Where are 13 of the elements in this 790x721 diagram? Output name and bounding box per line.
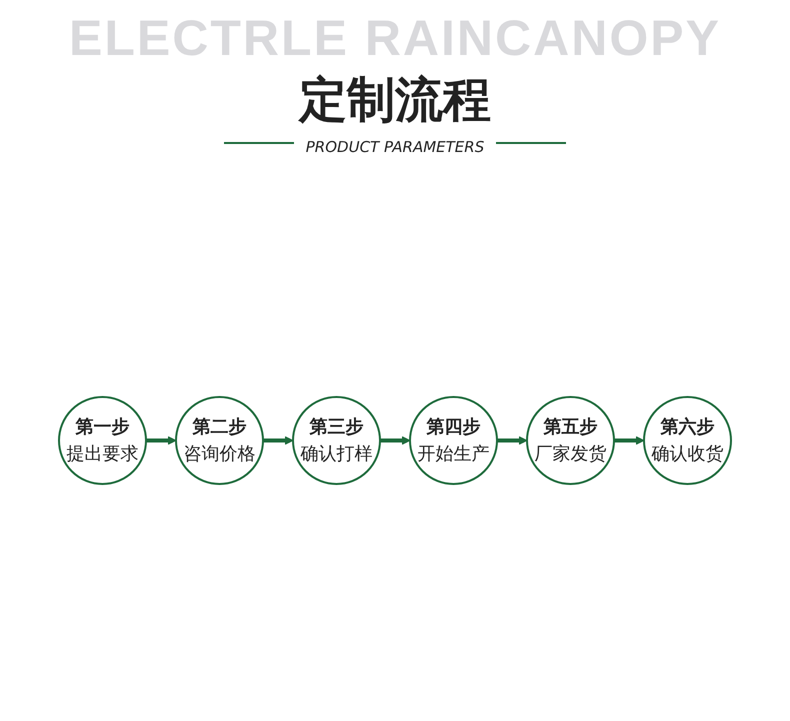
node-circle: 第四步 开始生产	[409, 396, 498, 484]
node-circle: 第六步 确认收货	[643, 396, 732, 484]
node-circle: 第五步 厂家发货	[526, 396, 615, 484]
arrow	[263, 436, 294, 444]
node-circle: 第二步 咨询价格	[175, 396, 264, 484]
arrow	[146, 436, 176, 444]
arrow	[614, 436, 644, 444]
node-circle: 第一步 提出要求	[58, 396, 147, 484]
arrow	[380, 436, 410, 444]
arrow	[497, 436, 528, 444]
title: 定制流程	[299, 71, 491, 130]
node-circle: 第三步 确认打样	[292, 396, 381, 484]
subtitle: PRODUCT PARAMETERS	[304, 138, 486, 156]
